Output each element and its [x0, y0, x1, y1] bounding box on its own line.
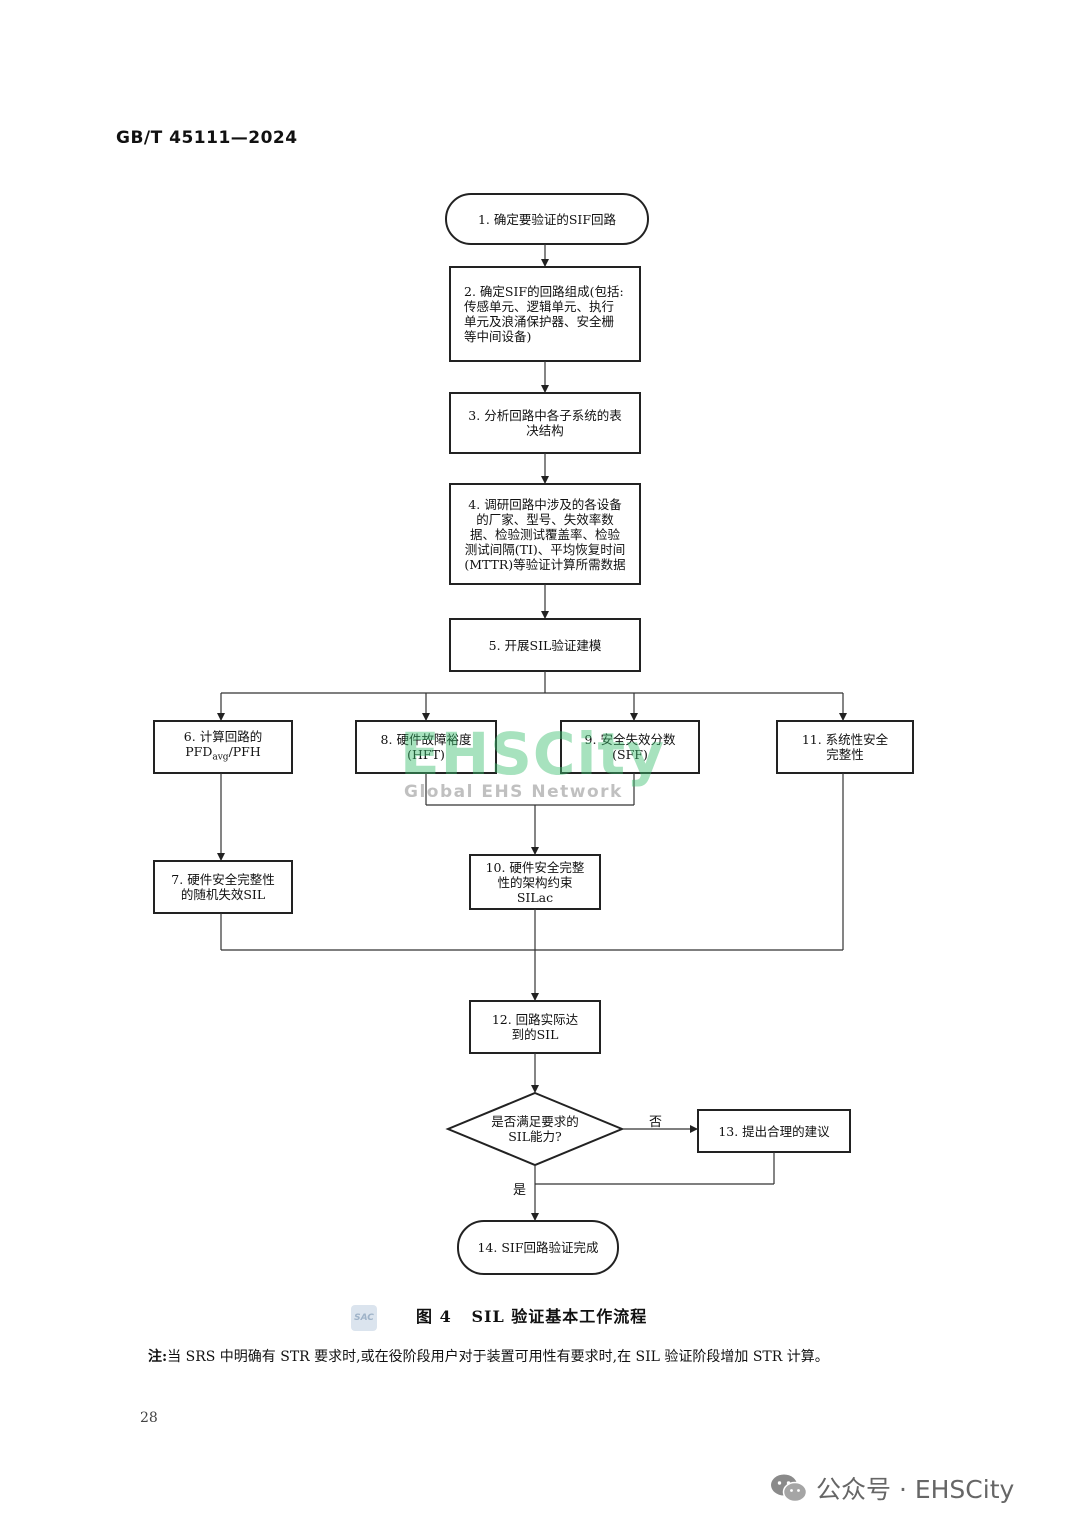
node-8-hft: 8. 硬件故障裕度 (HFT)	[356, 721, 496, 773]
node-10-line2: 性的架构约束	[497, 874, 573, 890]
wechat-badge: 公众号 · EHSCity	[770, 1470, 1014, 1506]
node-6-calc-pfd: 6. 计算回路的 PFDavg/PFH	[154, 721, 292, 773]
edge-label-yes: 是	[513, 1183, 527, 1198]
node-11-label: 11. 系统性安全完整性	[801, 732, 889, 762]
node-2-label: 2. 确定SIF的回路组成(包括:传感单元、逻辑单元、执行单元及浪涌保护器、安全…	[464, 284, 624, 344]
node-12-line2: 到的SIL	[511, 1027, 559, 1042]
node-11-systematic-integrity: 11. 系统性安全完整性	[777, 721, 913, 773]
node-13-label: 13. 提出合理的建议	[718, 1123, 830, 1139]
node-6-line2: PFDavg/PFH	[185, 744, 261, 766]
decision-meets-sil: 是否满足要求的 SIL能力?	[470, 1106, 600, 1152]
node-6-avg: avg	[212, 752, 229, 763]
node-12-line1: 12. 回路实际达	[491, 1012, 579, 1027]
node-14-label: 14. SIF回路验证完成	[477, 1240, 599, 1255]
node-5-label: 5. 开展SIL验证建模	[488, 637, 602, 653]
note: 注:当 SRS 中明确有 STR 要求时,或在役阶段用户对于装置可用性有要求时,…	[148, 1346, 829, 1366]
node-14-verification-complete: 14. SIF回路验证完成	[458, 1221, 618, 1274]
node-9-line1: 9. 安全失效分数	[584, 732, 676, 747]
node-7-label: 7. 硬件安全完整性的随机失效SIL	[171, 872, 275, 902]
node-1-label: 1. 确定要验证的SIF回路	[477, 211, 617, 227]
node-12-achieved-sil: 12. 回路实际达 到的SIL	[470, 1001, 600, 1053]
wechat-label: 公众号 · EHSCity	[816, 1475, 1015, 1504]
node-11-shape	[776, 720, 914, 774]
figure-caption: 图 4 SIL 验证基本工作流程	[416, 1303, 647, 1327]
node-6-shape	[153, 720, 293, 774]
wechat-icon	[771, 1474, 808, 1503]
node-2-loop-composition: 2. 确定SIF的回路组成(包括:传感单元、逻辑单元、执行单元及浪涌保护器、安全…	[450, 267, 640, 361]
figure-title: SIL 验证基本工作流程	[471, 1307, 648, 1326]
node-6-pfh: /PFH	[228, 743, 261, 759]
node-4-label: 4. 调研回路中涉及的各设备的厂家、型号、失效率数据、检验测试覆盖率、检验测试间…	[464, 496, 626, 572]
sac-logo-icon: SAC	[351, 1305, 377, 1331]
node-1-shape	[445, 193, 649, 245]
node-9-shape	[560, 720, 700, 774]
note-label: 注:	[148, 1349, 168, 1365]
node-7-shape	[153, 860, 293, 914]
node-5-sil-modeling: 5. 开展SIL验证建模	[450, 619, 640, 671]
note-text: 当 SRS 中明确有 STR 要求时,或在役阶段用户对于装置可用性有要求时,在 …	[167, 1349, 829, 1365]
node-13-recommendations: 13. 提出合理的建议	[698, 1110, 850, 1152]
node-10-line3: SILac	[516, 889, 554, 905]
page-number: 28	[140, 1410, 158, 1426]
node-3-label: 3. 分析回路中各子系统的表决结构	[468, 408, 622, 438]
node-1-determine-sif-loop: 1. 确定要验证的SIF回路	[446, 194, 648, 244]
node-9-sff: 9. 安全失效分数 (SFF)	[561, 721, 699, 773]
node-4-device-data-survey: 4. 调研回路中涉及的各设备的厂家、型号、失效率数据、检验测试覆盖率、检验测试间…	[450, 484, 640, 584]
watermark-brand: EHSCity	[400, 720, 665, 788]
node-10-architecture-constraint: 10. 硬件安全完整 性的架构约束 SILac	[470, 855, 600, 909]
node-6-line1: 6. 计算回路的	[183, 728, 263, 744]
decision-line2: SIL能力?	[508, 1129, 562, 1144]
edge-label-no: 否	[649, 1115, 663, 1130]
node-6-pfd: PFD	[185, 743, 213, 759]
standard-code: GB/T 45111—2024	[116, 128, 298, 148]
node-9-line2: (SFF)	[612, 747, 648, 762]
node-14-shape	[457, 1220, 619, 1275]
node-10-line1: 10. 硬件安全完整	[485, 859, 585, 875]
node-8-line2: (HFT)	[407, 747, 445, 762]
watermark-tagline: Global EHS Network	[404, 782, 623, 802]
figure-number: 图 4	[416, 1307, 452, 1326]
node-7-random-failure-sil: 7. 硬件安全完整性的随机失效SIL	[154, 861, 292, 913]
node-8-line1: 8. 硬件故障裕度	[380, 732, 472, 747]
node-3-voting-structure: 3. 分析回路中各子系统的表决结构	[450, 393, 640, 453]
decision-line1: 是否满足要求的	[491, 1114, 579, 1129]
